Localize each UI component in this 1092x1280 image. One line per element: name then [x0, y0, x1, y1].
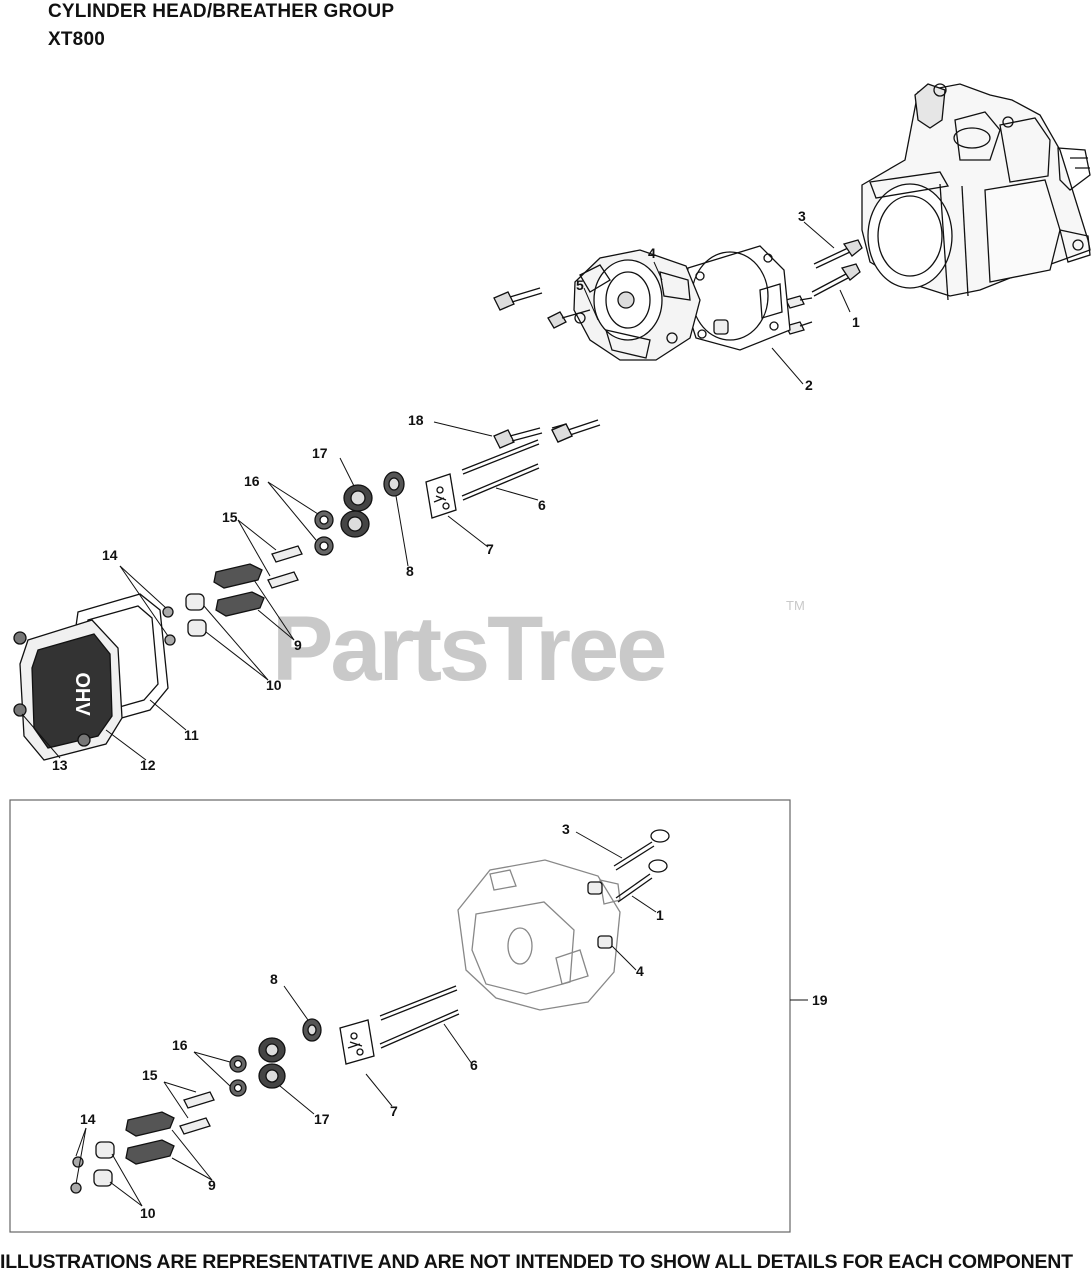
inset-push-rod — [379, 985, 460, 1049]
inset-valve-intake — [615, 859, 668, 903]
inset-callout-7: 7 — [390, 1103, 398, 1119]
inset-callout-17: 17 — [314, 1111, 330, 1127]
exploded-parts-diagram: PartsTree TM — [9, 83, 1091, 1233]
watermark-text: PartsTree — [272, 598, 665, 700]
inset-spring-retainer — [229, 1055, 247, 1097]
callout-11: 11 — [184, 727, 199, 743]
inset-callout-4: 4 — [636, 963, 644, 979]
head-bolt — [493, 287, 601, 449]
callout-12: 12 — [140, 757, 156, 773]
push-rod — [461, 439, 540, 501]
partstree-watermark: PartsTree TM — [272, 598, 805, 700]
inset-dowel-pin — [587, 881, 613, 949]
disclaimer-footer: ILLUSTRATIONS ARE REPRESENTATIVE AND ARE… — [0, 1251, 1073, 1273]
rocker-nut — [162, 606, 176, 646]
inset-callout-1: 1 — [656, 907, 664, 923]
inset-callout-6: 6 — [470, 1057, 478, 1073]
inset-rocker-pivot — [93, 1141, 115, 1187]
callout-5: 5 — [576, 277, 584, 293]
leader-lines-main — [21, 221, 851, 761]
diagram-title: CYLINDER HEAD/BREATHER GROUP — [48, 1, 395, 22]
callout-16: 16 — [244, 473, 260, 489]
push-rod-guide-plate — [425, 473, 457, 519]
ohv-marking: OHV — [71, 672, 93, 716]
inset-valve-exhaust — [613, 829, 670, 871]
inset-rocker-arm-stud — [179, 1091, 215, 1135]
inset-callout-8: 8 — [270, 971, 278, 987]
inset-callout-10: 10 — [140, 1205, 156, 1221]
engine-block — [861, 83, 1091, 301]
inset-rocker-nut — [70, 1156, 84, 1194]
callout-15: 15 — [222, 509, 238, 525]
head-gasket — [683, 245, 791, 351]
callout-7: 7 — [486, 541, 494, 557]
inset-cylinder-head — [457, 859, 621, 1011]
watermark-tm: TM — [786, 598, 805, 613]
valve-stem-seal — [383, 471, 405, 497]
inset-valve-stem-seal — [302, 1018, 322, 1042]
callout-2: 2 — [805, 377, 813, 393]
head-assembly-inset-frame — [9, 799, 791, 1233]
valve-exhaust-upper — [813, 239, 863, 269]
callouts-inset: 3 1 4 6 7 8 9 10 14 15 16 17 19 — [80, 821, 828, 1221]
cylinder-head — [573, 249, 701, 361]
valve-intake-lower — [811, 263, 861, 297]
cover-screw — [13, 631, 91, 747]
callout-9: 9 — [294, 637, 302, 653]
callout-8: 8 — [406, 563, 414, 579]
callouts-main: 3 1 2 4 5 6 7 8 9 10 11 12 13 14 15 16 1… — [52, 208, 860, 773]
callout-6: 6 — [538, 497, 546, 513]
callout-3: 3 — [798, 208, 806, 224]
callout-10: 10 — [266, 677, 282, 693]
leader-lines-inset — [75, 831, 808, 1207]
valve-cover: OHV — [19, 619, 123, 761]
head-bolt-set — [785, 295, 813, 335]
callout-18: 18 — [408, 412, 424, 428]
rocker-pivot — [185, 593, 207, 637]
callout-13: 13 — [52, 757, 68, 773]
inset-callout-15: 15 — [142, 1067, 158, 1083]
inset-valve-spring — [258, 1037, 286, 1089]
callout-17: 17 — [312, 445, 328, 461]
spring-retainer — [314, 510, 334, 556]
inset-rocker-arm — [125, 1111, 175, 1165]
inset-guide-plate — [339, 1019, 375, 1065]
valve-spring — [340, 484, 373, 538]
callout-4: 4 — [648, 245, 656, 261]
inset-callout-16: 16 — [172, 1037, 188, 1053]
callout-1: 1 — [852, 314, 860, 330]
inset-callout-3: 3 — [562, 821, 570, 837]
inset-callout-9: 9 — [208, 1177, 216, 1193]
model-number: XT800 — [48, 29, 105, 50]
rocker-arm-stud — [267, 545, 303, 589]
callout-14: 14 — [102, 547, 118, 563]
callout-19: 19 — [812, 992, 828, 1008]
rocker-arm — [213, 563, 265, 617]
inset-callout-14: 14 — [80, 1111, 96, 1127]
